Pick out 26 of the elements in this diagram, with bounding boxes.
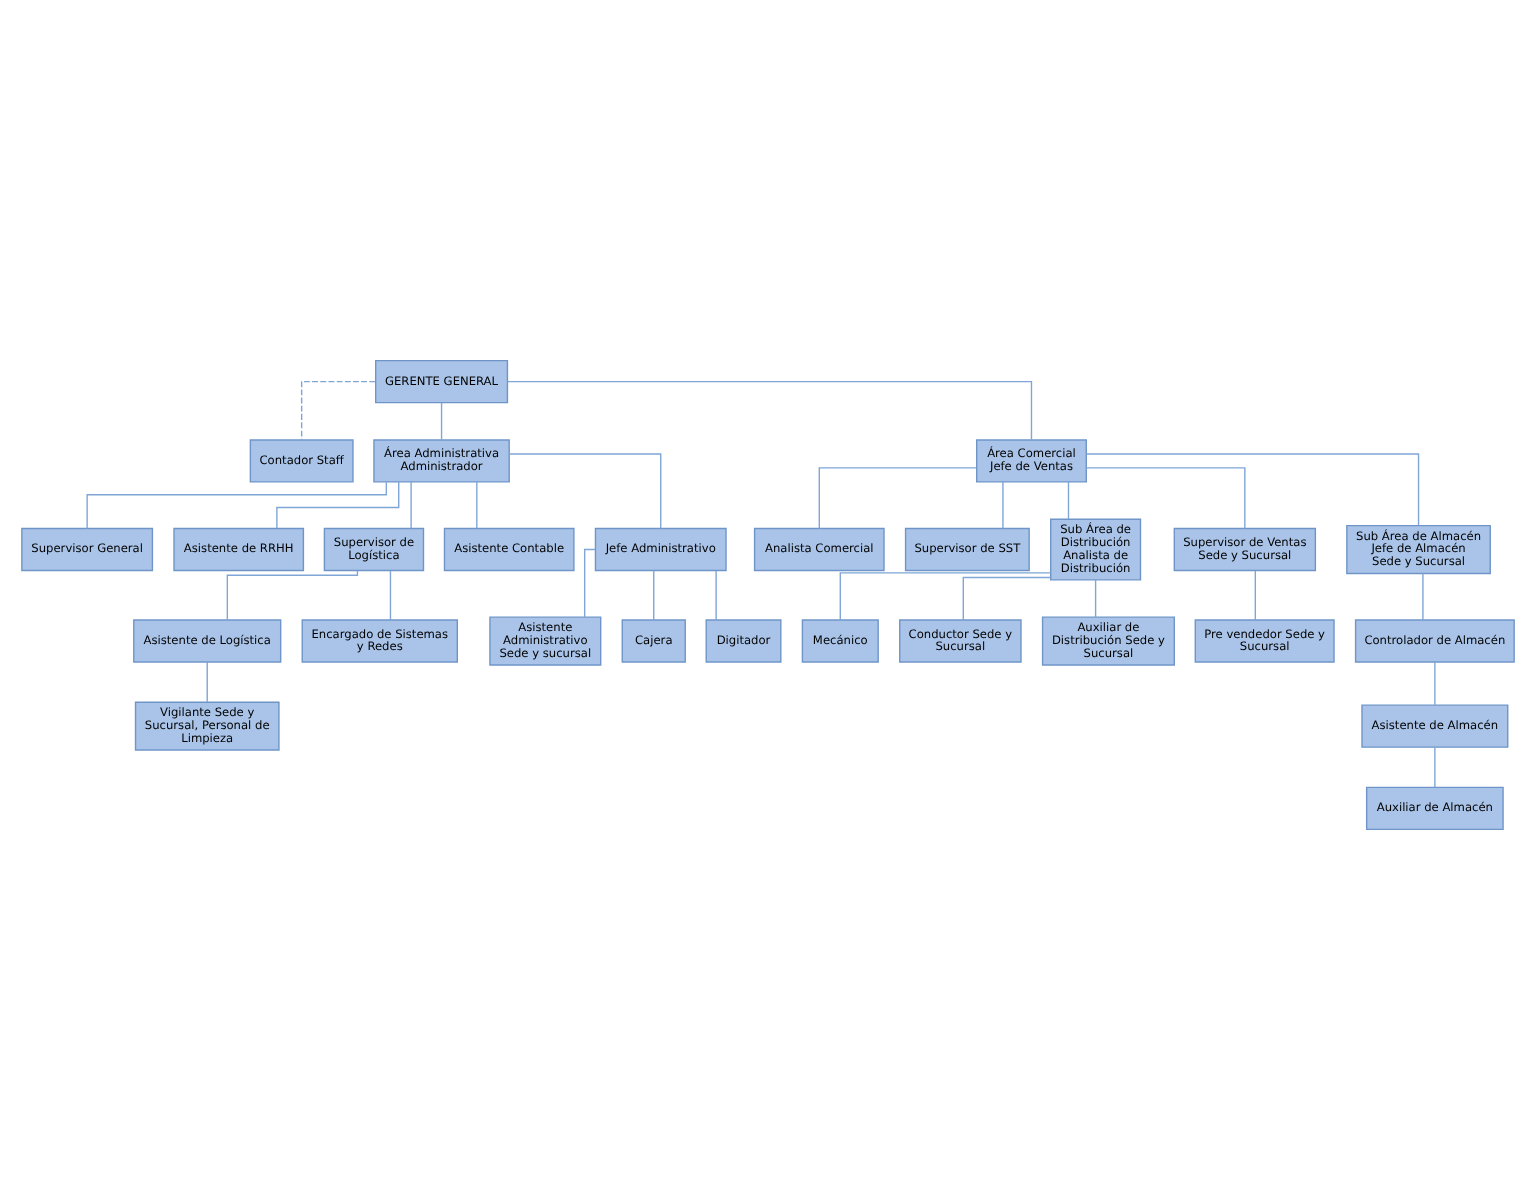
connector <box>1002 480 1004 529</box>
connector <box>1085 452 1420 526</box>
connector <box>506 379 1033 440</box>
connector <box>206 660 208 702</box>
connector <box>86 480 387 529</box>
connector <box>389 569 392 620</box>
connector <box>1094 578 1097 617</box>
connector <box>818 466 977 529</box>
connector <box>410 480 412 529</box>
connector <box>1434 660 1436 705</box>
connector <box>1067 480 1070 519</box>
connector <box>1434 745 1436 787</box>
connector <box>583 547 596 617</box>
connector <box>508 452 662 528</box>
connector <box>476 480 478 529</box>
connector <box>300 379 376 440</box>
connector <box>1422 571 1424 620</box>
connector <box>226 569 359 620</box>
connector <box>653 569 655 620</box>
connector <box>839 571 1052 620</box>
connector <box>276 480 400 528</box>
connector <box>440 401 443 440</box>
connector <box>715 569 717 620</box>
connector <box>962 575 1052 620</box>
connector <box>1085 466 1246 529</box>
connector <box>1254 569 1257 620</box>
